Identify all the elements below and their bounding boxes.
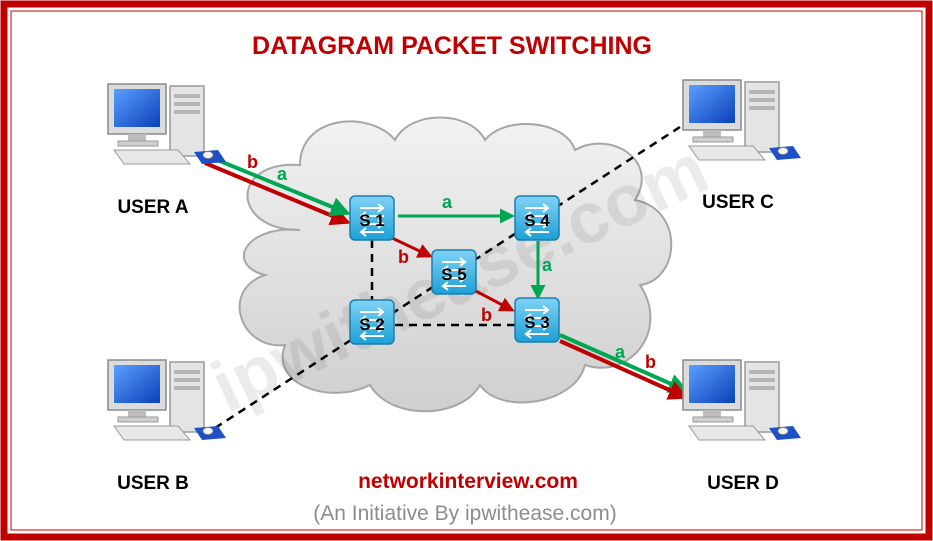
route-b-usera-s1 <box>204 161 351 226</box>
switch-s1: S 1 <box>349 195 395 241</box>
user-c: USER C <box>682 79 802 213</box>
switch-label-s2: S 2 <box>359 315 385 334</box>
switch-s2: S 2 <box>349 299 395 345</box>
user-a: USER A <box>107 83 227 218</box>
packet-label-b-userd: b <box>645 352 656 372</box>
packet-label-a-usera: a <box>277 164 288 184</box>
switch-s3: S 3 <box>514 297 560 343</box>
packet-label-a-userd: a <box>615 342 626 362</box>
user-c-label: USER C <box>702 192 774 213</box>
user-a-label: USER A <box>117 197 188 218</box>
switch-label-s4: S 4 <box>524 211 550 230</box>
user-d-label: USER D <box>707 473 779 494</box>
computer-icon <box>682 79 802 161</box>
footer-initiative: (An Initiative By ipwithease.com) <box>313 502 616 525</box>
switch-s5: S 5 <box>431 249 477 295</box>
user-b: USER B <box>107 359 227 494</box>
packet-label-b-s1-s5: b <box>398 247 409 267</box>
packet-labels: b a a b a b a b <box>247 152 656 372</box>
user-d: USER D <box>682 359 802 494</box>
packet-label-b-s5-s3: b <box>481 305 492 325</box>
route-b-s3-userd <box>559 339 689 400</box>
footer-site: networkinterview.com <box>358 470 578 493</box>
packet-label-b-usera: b <box>247 152 258 172</box>
switch-label-s1: S 1 <box>359 211 385 230</box>
switch-s4: S 4 <box>514 195 560 241</box>
switch-label-s5: S 5 <box>441 265 467 284</box>
user-b-label: USER B <box>117 473 189 494</box>
page-title: DATAGRAM PACKET SWITCHING <box>252 32 652 60</box>
dashed-links <box>214 125 681 430</box>
route-b-s5-s3 <box>469 286 515 312</box>
computer-icon <box>682 359 802 441</box>
computer-icon <box>107 83 227 165</box>
packet-routes <box>204 155 689 400</box>
packet-label-a-s4-s3: a <box>542 255 553 275</box>
switch-label-s3: S 3 <box>524 313 550 332</box>
route-a-s3-userd <box>559 333 689 393</box>
packet-label-a-s1-s4: a <box>442 192 453 212</box>
inner-frame <box>10 10 923 531</box>
route-b-s1-s5 <box>391 236 433 258</box>
route-a-usera-s1 <box>209 155 351 217</box>
